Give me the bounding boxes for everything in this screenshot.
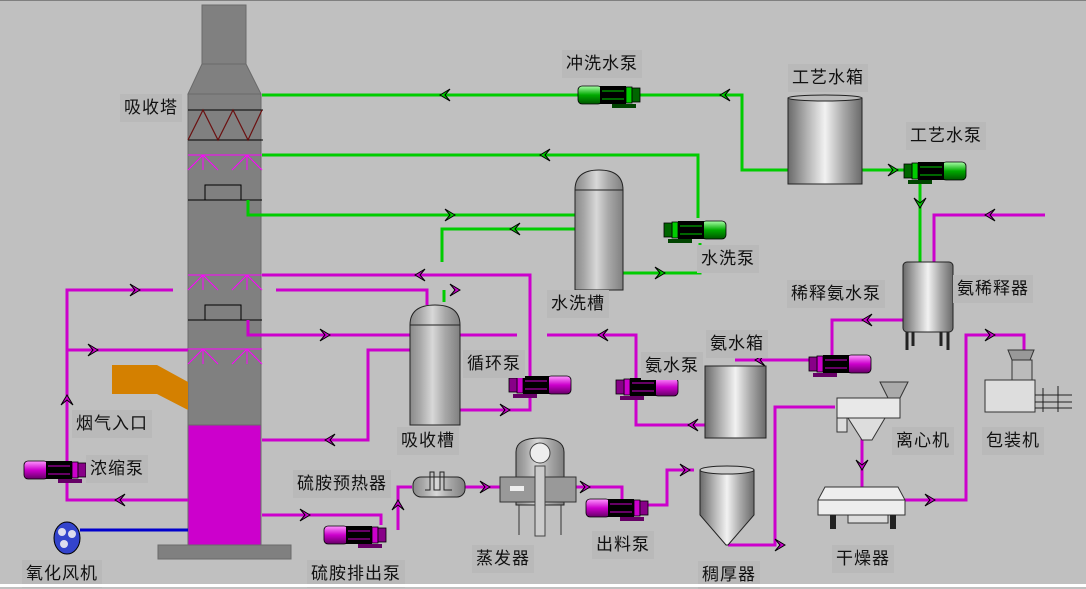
slurry-flow-arrows: [60, 208, 996, 552]
label-process-water-tank: 工艺水箱: [788, 64, 868, 92]
wash-tank[interactable]: [574, 169, 624, 291]
sulfate-preheater[interactable]: [412, 471, 466, 498]
label-circulation-pump: 循环泵: [463, 350, 525, 378]
centrifuge[interactable]: [836, 381, 909, 441]
label-flue-gas-inlet: 烟气入口: [72, 410, 152, 438]
discharge-pump[interactable]: [585, 498, 649, 522]
label-absorption-tank: 吸收槽: [397, 427, 459, 455]
concentration-pump[interactable]: [23, 460, 87, 484]
label-ammonia-pump: 氨水泵: [641, 352, 703, 380]
label-packing-machine: 包装机: [982, 427, 1044, 455]
label-oxidation-fan: 氧化风机: [22, 560, 102, 588]
oxidation-fan[interactable]: [53, 521, 81, 555]
process-water-tank[interactable]: [787, 94, 863, 185]
dryer[interactable]: [817, 486, 906, 529]
wash-pump[interactable]: [663, 220, 727, 244]
water-flow-arrows: [439, 88, 927, 280]
label-dilute-ammonia-pump: 稀释氨水泵: [787, 280, 885, 308]
flush-pump[interactable]: [577, 85, 641, 109]
label-concentration-pump: 浓缩泵: [86, 455, 148, 483]
label-flush-pump: 冲洗水泵: [562, 50, 642, 78]
packing-machine[interactable]: [984, 349, 1072, 413]
bottom-border: [0, 584, 1086, 587]
label-absorption-tower: 吸收塔: [120, 94, 182, 122]
label-dryer: 干燥器: [832, 545, 894, 573]
circulation-pump[interactable]: [508, 375, 572, 399]
evaporator[interactable]: [499, 437, 577, 537]
label-sulfate-discharge-pump: 硫胺排出泵: [307, 560, 405, 588]
label-ammonia-tank: 氨水箱: [706, 330, 768, 358]
label-ammonia-diluter: 氨稀释器: [953, 275, 1033, 303]
label-process-water-pump: 工艺水泵: [906, 122, 986, 150]
ammonia-diluter[interactable]: [902, 261, 954, 350]
flue-gas-duct: [112, 365, 188, 410]
dilute-ammonia-pump[interactable]: [808, 354, 872, 378]
process-water-pump[interactable]: [903, 161, 967, 185]
ammonia-pump[interactable]: [615, 377, 679, 401]
label-centrifuge: 离心机: [892, 427, 954, 455]
sulfate-discharge-pump[interactable]: [323, 525, 387, 549]
absorption-tank[interactable]: [409, 304, 461, 426]
absorption-tower[interactable]: [157, 4, 292, 560]
top-border: [0, 0, 1086, 1]
ammonia-tank[interactable]: [704, 365, 767, 439]
thickener[interactable]: [699, 465, 755, 546]
label-evaporator: 蒸发器: [472, 545, 534, 573]
label-sulfate-preheater: 硫胺预热器: [293, 470, 391, 498]
label-wash-pump: 水洗泵: [697, 245, 759, 273]
label-discharge-pump: 出料泵: [592, 531, 654, 559]
label-wash-tank: 水洗槽: [547, 290, 609, 318]
water-lines: [246, 93, 922, 302]
